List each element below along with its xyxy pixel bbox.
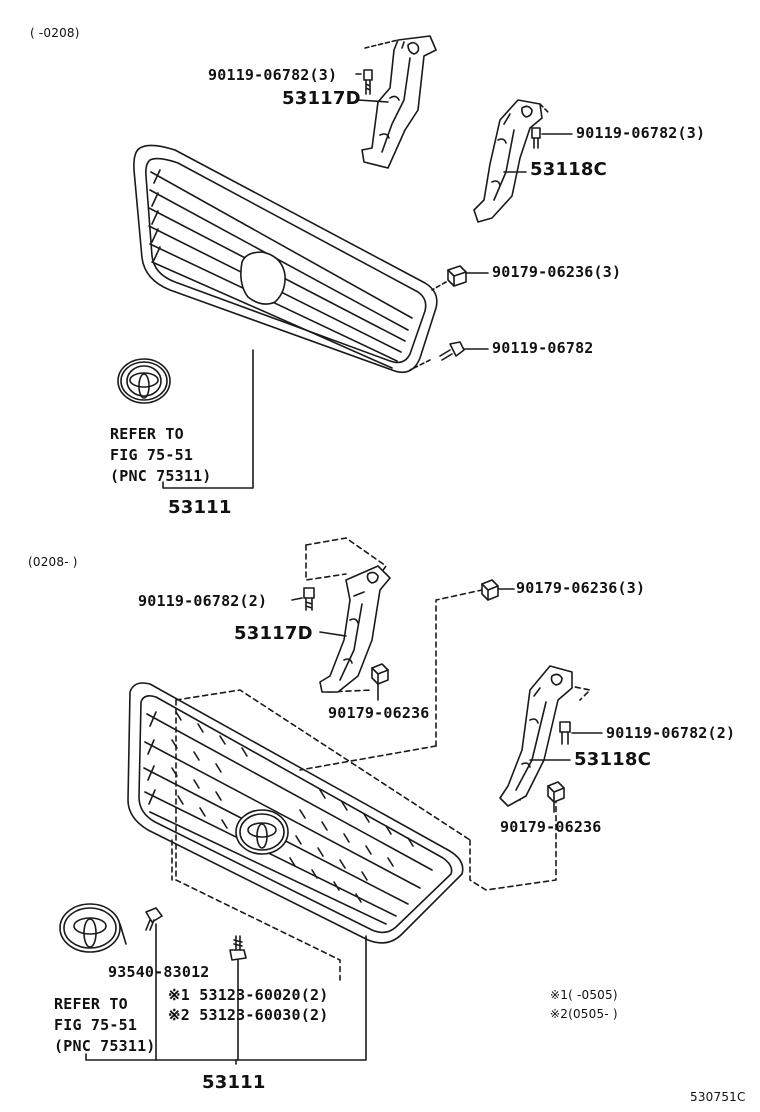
screw-90119-lower-d bbox=[303, 587, 315, 611]
bracket-53117d-upper bbox=[361, 35, 437, 169]
note-line-1: ※1( -0505) bbox=[550, 988, 618, 1002]
part-label-screw-upper-d: 90119-06782(3) bbox=[208, 66, 338, 84]
refer-note-upper: REFER TO FIG 75-51 (PNC 75311) bbox=[110, 424, 212, 487]
part-label-clip-note1: ※1 53123-60020(2) bbox=[168, 986, 329, 1004]
leader-53117d-upper bbox=[357, 99, 389, 103]
emblem-plate-upper bbox=[240, 251, 286, 305]
clip-90179-lower-top bbox=[481, 579, 515, 601]
clip-90179-upper bbox=[431, 265, 489, 291]
bracket-53117d-lower bbox=[319, 565, 391, 693]
leader-53117d-lower bbox=[319, 631, 347, 637]
part-label-bracket-lower-d: 53117D bbox=[234, 623, 313, 644]
screw-90119-upper-d bbox=[363, 69, 373, 95]
toyota-emblem-lower bbox=[59, 903, 127, 953]
part-label-clip-note2: ※2 53123-60030(2) bbox=[168, 1006, 329, 1024]
screw-90119-lower-c bbox=[559, 721, 603, 745]
note-line-2: ※2(0505- ) bbox=[550, 1007, 618, 1021]
refer-line: FIG 75-51 bbox=[54, 1016, 138, 1034]
part-label-screw-upper: 90119-06782 bbox=[492, 339, 594, 357]
part-label-screw-lower-d: 90119-06782(2) bbox=[138, 592, 268, 610]
part-label-screw-upper-c: 90119-06782(3) bbox=[576, 124, 706, 142]
bracket-53118c-lower bbox=[499, 665, 573, 807]
screw-90119-upper-c bbox=[531, 127, 573, 149]
part-label-clip-lower-c: 90179-06236 bbox=[500, 818, 602, 836]
screw-93540 bbox=[145, 907, 163, 931]
leader-branches-lower bbox=[155, 923, 239, 1065]
refer-line: REFER TO bbox=[54, 995, 128, 1013]
part-label-screw-emblem: 93540-83012 bbox=[108, 963, 210, 981]
clip-90179-lower-c bbox=[547, 781, 565, 813]
refer-line: FIG 75-51 bbox=[110, 446, 194, 464]
toyota-emblem-upper bbox=[117, 358, 171, 404]
grille-upper bbox=[133, 144, 438, 374]
bracket-53118c-upper bbox=[473, 99, 549, 223]
part-label-screw-lower-c: 90119-06782(2) bbox=[606, 724, 736, 742]
refer-line: (PNC 75311) bbox=[54, 1037, 156, 1055]
figure-code: 530751C bbox=[690, 1090, 746, 1104]
clip-90179-lower-d bbox=[371, 663, 389, 701]
leader-53111-lower bbox=[85, 935, 367, 1061]
clip-53123 bbox=[229, 935, 247, 961]
toyota-emblem-lower-mounted bbox=[235, 809, 289, 855]
range-label-lower: (0208- ) bbox=[28, 555, 78, 569]
grille-lower bbox=[127, 682, 464, 944]
leader-53111-upper bbox=[162, 349, 254, 489]
refer-line: (PNC 75311) bbox=[110, 467, 212, 485]
part-label-bracket-lower-c: 53118C bbox=[574, 749, 652, 770]
part-label-grille-lower: 53111 bbox=[202, 1072, 266, 1093]
part-label-bracket-upper-c: 53118C bbox=[530, 159, 608, 180]
refer-line: REFER TO bbox=[110, 425, 184, 443]
part-label-grille-upper: 53111 bbox=[168, 497, 232, 518]
leader-screw-lower-d bbox=[291, 597, 303, 601]
part-label-clip-lower-d: 90179-06236 bbox=[328, 704, 430, 722]
part-label-clip-lower-top: 90179-06236(3) bbox=[516, 579, 646, 597]
part-label-clip-upper: 90179-06236(3) bbox=[492, 263, 622, 281]
range-label-upper: ( -0208) bbox=[30, 26, 80, 40]
screw-90119-upper bbox=[409, 341, 489, 371]
refer-note-lower: REFER TO FIG 75-51 (PNC 75311) bbox=[54, 994, 156, 1057]
part-label-bracket-upper-d: 53117D bbox=[282, 88, 361, 109]
